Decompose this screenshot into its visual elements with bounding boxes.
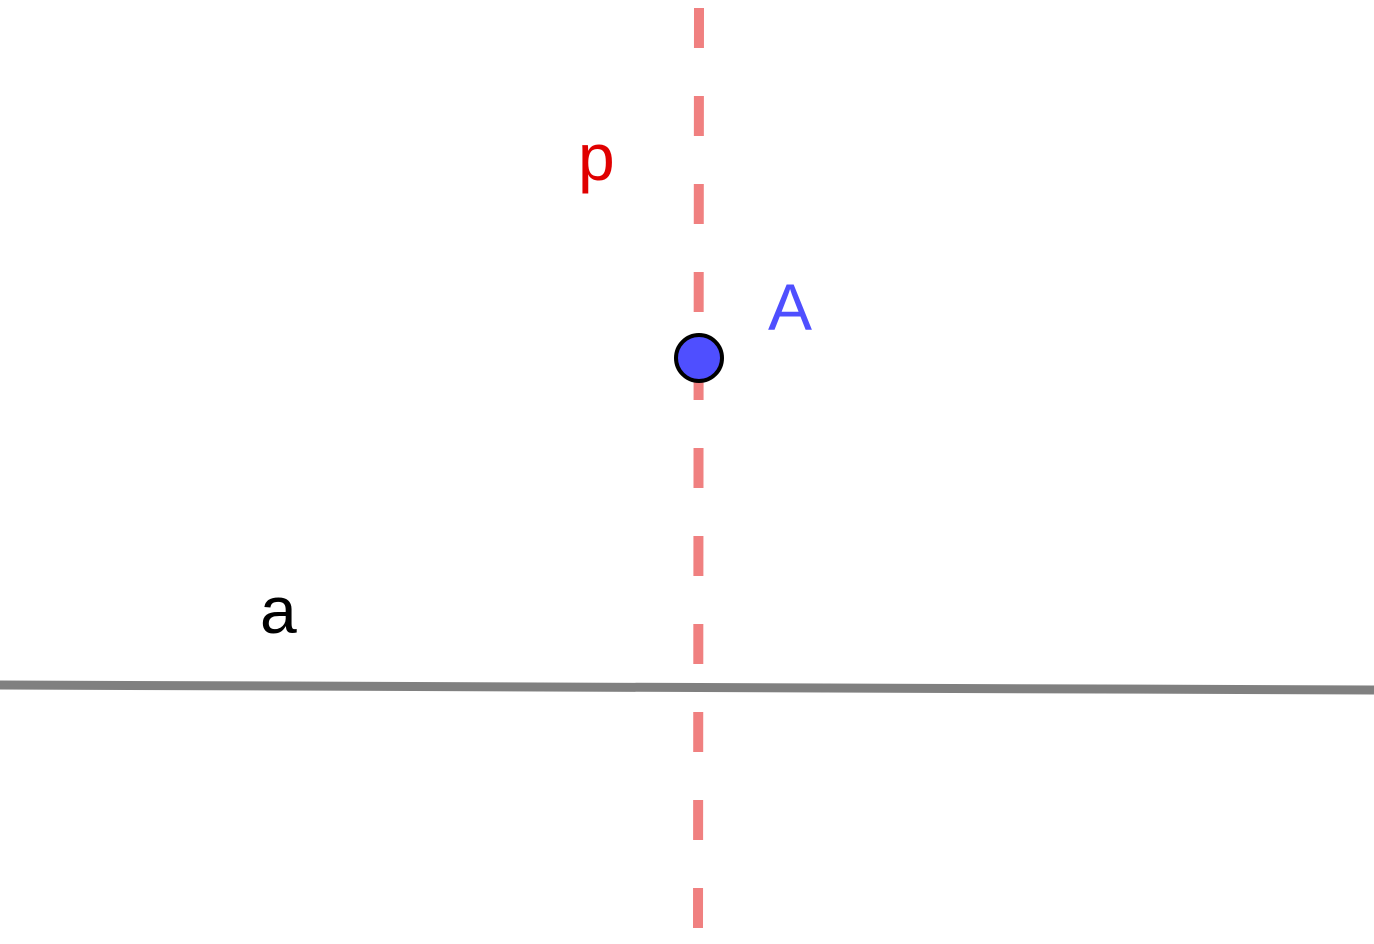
line-p[interactable]	[693, 7, 704, 936]
line-a-label: a	[260, 573, 297, 647]
line-a[interactable]	[0, 680, 1374, 695]
point-A-label: A	[768, 270, 812, 344]
line-p-label: p	[578, 120, 615, 194]
point-A[interactable]	[674, 333, 724, 383]
